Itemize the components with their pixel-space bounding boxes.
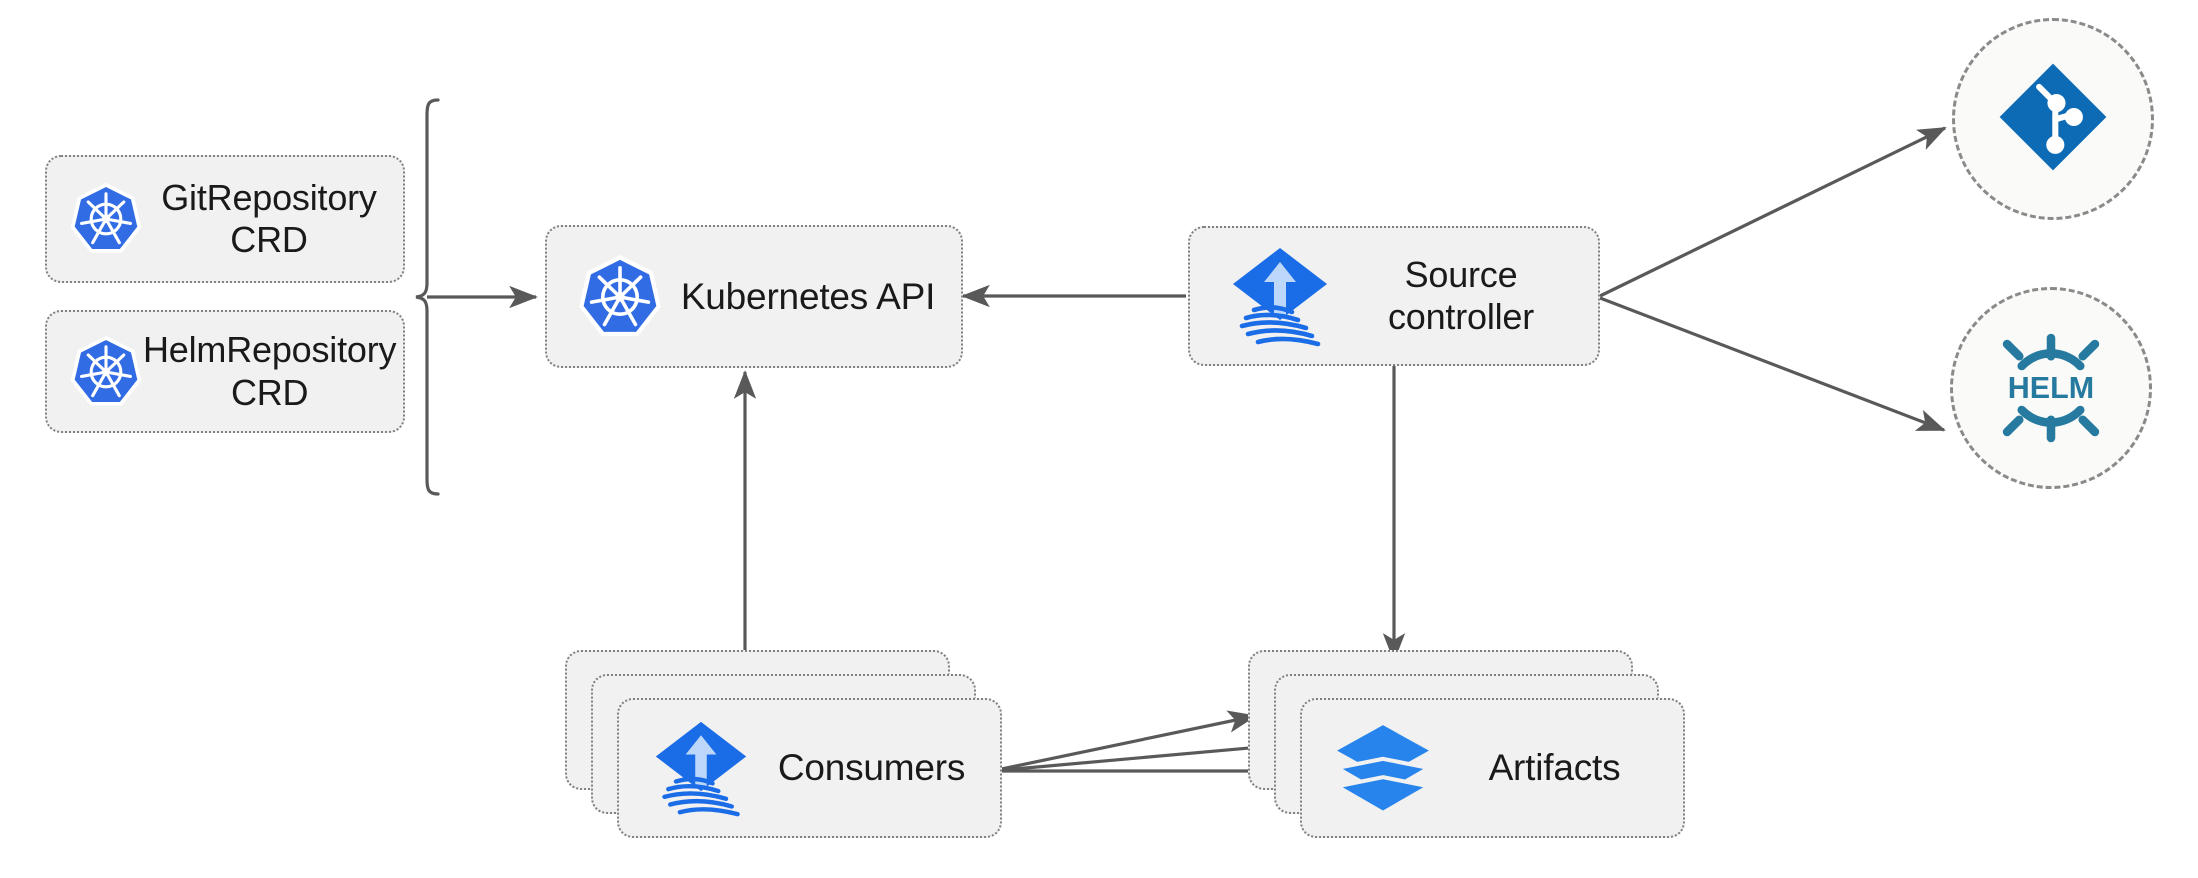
edge-consumers-to-artifacts-2 [991,736,1285,773]
node-git-source[interactable] [1952,18,2154,220]
node-helm-source[interactable]: HELM [1950,287,2152,489]
layers-icon [1332,717,1434,819]
node-label: Kubernetes API [680,275,936,317]
node-source-controller[interactable]: Source controller [1188,226,1600,366]
node-label: Source controller [1387,253,1535,337]
kubernetes-icon [577,254,663,340]
flux-icon [1228,240,1332,352]
git-icon [1995,59,2111,180]
node-kubernetes-api[interactable]: Kubernetes API [545,225,963,368]
node-label: HelmRepository CRD [143,329,397,413]
edge-consumers-to-artifacts-1 [991,710,1257,773]
node-label: Consumers [777,747,966,789]
helm-label: HELM [2008,371,2094,405]
edge-source-controller-to-helm [1599,296,1946,432]
edge-source-controller-to-git [1599,126,1947,298]
node-label: GitRepository CRD [161,176,377,260]
flux-icon [651,714,751,822]
node-artifacts[interactable]: Artifacts [1300,698,1685,838]
helm-icon: HELM [1990,327,2112,449]
node-label: Artifacts [1488,747,1621,789]
node-gitrepository-crd[interactable]: GitRepository CRD [45,155,405,283]
crd-group-brace [415,98,440,496]
node-consumers[interactable]: Consumers [617,698,1002,838]
node-helmrepository-crd[interactable]: HelmRepository CRD [45,310,405,433]
kubernetes-icon [69,182,143,256]
kubernetes-icon [69,335,143,409]
